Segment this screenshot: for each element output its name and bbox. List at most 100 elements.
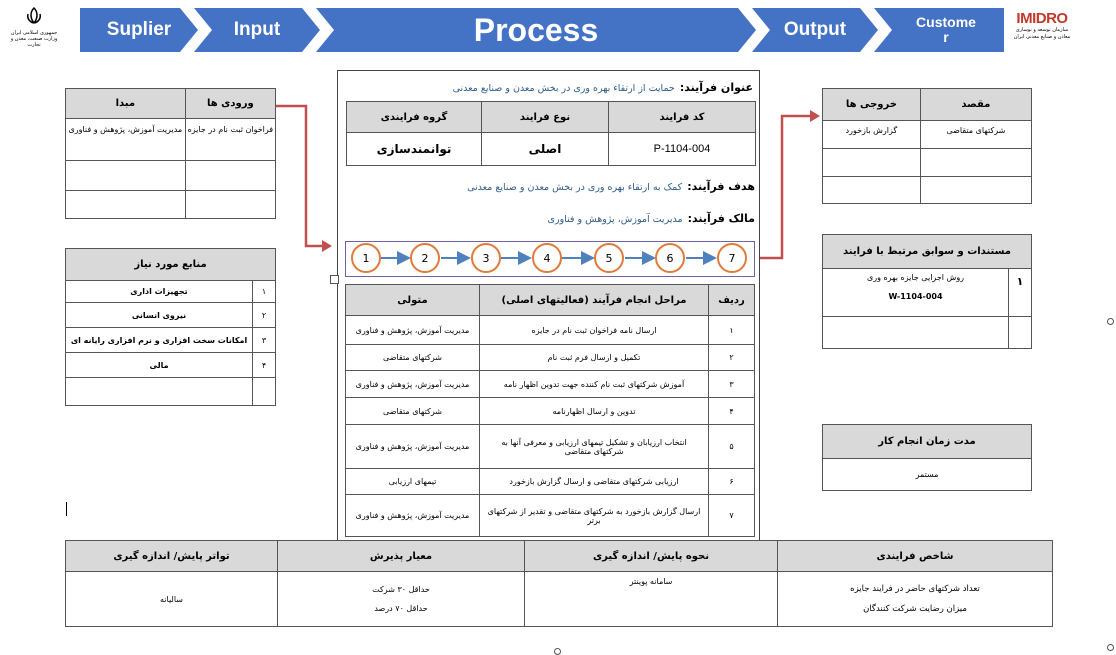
resource-number: ۳ [252,327,276,353]
process-to-output-arrow [760,110,820,260]
flow-step-circle: 2 [410,243,440,273]
input-cell [184,160,277,191]
duration-table: مدت زمان انجام کار مستمر [822,424,1032,491]
document-number: ۱ [1008,268,1032,317]
imidro-logo-sub-1: سازمان توسعه و نوسازی [1015,27,1069,33]
kpi-indicator-1: تعداد شرکتهای حاضر در فرایند جایزه [850,584,980,594]
document-cell: روش اجرایی جایزه بهره وری W-1104-004 [822,268,1009,317]
documents-table: مستندات و سوابق مرتبط با فرایند ۱ روش اج… [822,234,1032,349]
source-cell [65,190,186,219]
input-to-process-arrow [276,104,332,252]
inputs-header: ورودی ها [184,88,277,119]
process-type-header: نوع فرایند [481,101,609,133]
resource-item: نیروی انسانی [65,302,253,328]
input-cell: فراخوان ثبت نام در جایزه [184,118,277,161]
row-number: ۶ [708,468,755,495]
resource-number: ۱ [252,280,276,303]
resource-item: مالی [65,352,253,378]
edge-handle[interactable] [1107,644,1114,651]
inputs-table: ورودی ها مبدا فراخوان ثبت نام در جایزه م… [65,88,277,219]
kpi-indicator-2: میزان رضایت شرکت کنندگان [863,604,967,614]
kpi-table: شاخص فرایندی نحوه پایش/ اندازه گیری معیا… [65,540,1053,627]
responsible-cell: شرکتهای متقاضی [345,344,480,371]
resize-handle[interactable] [330,275,339,284]
resource-number: ۲ [252,302,276,328]
process-group-value: توانمندسازی [346,132,482,166]
text-cursor [66,502,67,516]
row-number: ۷ [708,494,755,537]
responsible-cell: مدیریت آموزش، پژوهش و فناوری [345,370,480,398]
row-number: ۱ [708,315,755,345]
process-title-label: عنوان فرآیند: [679,81,753,94]
kpi-method-header: نحوه پایش/ اندازه گیری [524,540,778,572]
flow-step-circle: 1 [351,243,381,273]
row-number: ۳ [708,370,755,398]
emblem-icon [27,6,41,25]
documents-title: مستندات و سوابق مرتبط با فرایند [822,234,1032,269]
banner-step-supplier: Suplier [80,8,198,52]
output-cell [822,148,921,177]
document-cell [822,316,1009,349]
activity-cell: ارسال نامه فراخوان ثبت نام در جایزه [479,315,709,345]
resource-item: تجهیزات اداری [65,280,253,303]
row-number-header: ردیف [708,284,755,316]
source-header: مبدا [65,88,186,119]
responsible-header: متولی [345,284,480,316]
destination-header: مقصد [919,88,1033,121]
input-cell [184,190,277,219]
imidro-logo-sub-2: معادن و صنایع معدنی ایران [1013,34,1071,40]
process-code-value: P-1104-004 [608,132,756,166]
kpi-frequency-header: تواتر پایش/ اندازه گیری [65,540,278,572]
row-number: ۵ [708,424,755,469]
banner-step-process: Process [316,8,756,52]
output-cell [822,176,921,204]
document-name: روش اجرایی جایزه بهره وری [866,273,965,282]
flow-step-circle: 5 [594,243,624,273]
activity-cell: تکمیل و ارسال فرم ثبت نام [479,344,709,371]
process-owner-label: مالک فرآیند: [687,212,755,225]
kpi-indicator-header: شاخص فرایندی [777,540,1053,572]
kpi-method-cell: سامانه پوینتر [524,571,778,627]
activity-header: مراحل انجام فرآیند (فعالیتهای اصلی) [479,284,709,316]
activity-cell: تدوین و ارسال اظهارنامه [479,397,709,425]
emblem-line-2: وزارت صنعت، معدن و تجارت [10,36,58,48]
flow-step-circle: 3 [471,243,501,273]
destination-cell [919,148,1033,177]
process-info-table: کد فرایند نوع فرایند گروه فرایندی P-1104… [346,101,756,166]
process-title-line: عنوان فرآیند: حمایت از ارتقاء بهره وری د… [345,76,753,95]
resource-item [65,377,253,406]
responsible-cell: شرکتهای متقاضی [345,397,480,425]
row-number: ۲ [708,344,755,371]
source-cell: مدیریت آموزش، پژوهش و فناوری [65,118,186,161]
banner-step-output: Output [752,8,878,52]
kpi-criteria-header: معیار پذیرش [277,540,525,572]
outputs-table: مقصد خروجی ها شرکتهای متقاضی گزارش بازخو… [822,88,1033,204]
process-type-value: اصلی [481,132,609,166]
imidro-logo-title: IMIDRO [1016,10,1068,27]
document-code: W-1104-004 [888,292,943,301]
edge-handle[interactable] [1107,318,1114,325]
process-owner-line: مالک فرآیند: مدیریت آموزش، پژوهش و فناور… [345,207,755,226]
source-cell [65,160,186,191]
responsible-cell: مدیریت آموزش، پژوهش و فناوری [345,494,480,537]
activity-cell: ارزیابی شرکتهای متقاضی و ارسال گزارش باز… [479,468,709,495]
kpi-frequency-cell: سالیانه [65,571,278,627]
process-flow-arrows [381,251,717,265]
responsible-cell: مدیریت آموزش، پژوهش و فناوری [345,424,480,469]
responsible-cell: تیمهای ارزیابی [345,468,480,495]
activity-cell: ارسال گزارش بازخورد به شرکتهای متقاضی و … [479,494,709,537]
emblem-line-1: جمهوری اسلامی ایران [10,30,58,36]
flow-step-circle: 6 [655,243,685,273]
imidro-logo: IMIDRO سازمان توسعه و نوسازی معادن و صنا… [1010,10,1074,54]
responsible-cell: مدیریت آموزش، پژوهش و فناوری [345,315,480,345]
resource-number: ۴ [252,352,276,378]
destination-cell: شرکتهای متقاضی [919,120,1033,149]
kpi-criteria-cell: حداقل ۳۰ شرکت حداقل ۷۰ درصد [277,571,525,627]
row-number: ۴ [708,397,755,425]
process-code-header: کد فرایند [608,101,756,133]
